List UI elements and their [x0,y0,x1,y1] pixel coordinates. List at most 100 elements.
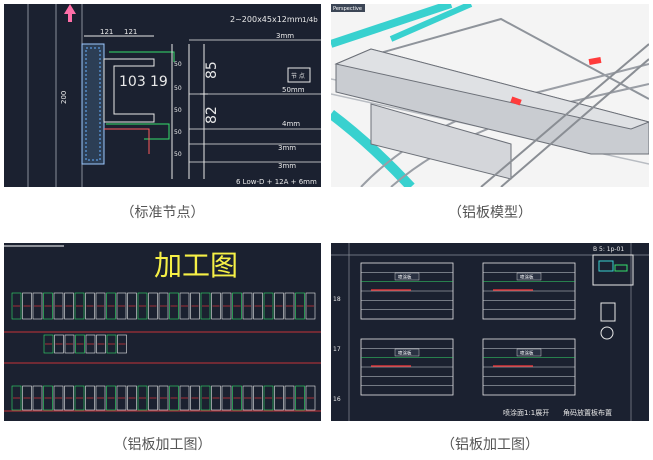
footer-right: 角码放置板布置 [563,408,612,417]
drawing-thumbnail [211,385,221,411]
drawing-thumbnail [263,292,274,320]
dim-text: 103 [119,74,146,90]
drawing-thumbnail [85,385,95,411]
aluminium-model-view[interactable]: Perspective [331,4,649,187]
drawing-thumbnail [32,385,43,411]
dim-text: 50 [174,107,182,114]
row-number: 17 [333,346,341,353]
drawing-thumbnail [64,385,74,411]
drawing-thumbnail [74,292,85,320]
drawing-thumbnail [22,292,32,320]
drawing-thumbnail [137,385,148,411]
processing-overview-svg: 加工图 [4,245,321,412]
label-text: 3mm [278,162,296,170]
standard-node-drawing[interactable]: 121 121 103 19 50 50 50 50 50 85 82 200 … [4,4,321,187]
bottom-note: 6 Low-D + 12A + 6mm [236,178,317,186]
drawing-thumbnail [32,292,43,320]
drawing-title: 加工图 [154,249,238,282]
drawing-thumbnail [117,334,127,354]
drawing-thumbnail [295,292,305,320]
drawing-thumbnail [232,385,242,411]
dim-text: 50 [174,129,182,136]
row-number: 18 [333,296,341,303]
drawing-thumbnail [158,385,169,411]
drawing-thumbnail [116,292,127,320]
drawing-thumbnail [53,385,64,411]
drawing-thumbnail [179,385,190,411]
drawing-thumbnail [274,385,284,411]
label-text: 4mm [282,120,300,128]
label-text: 50mm [282,86,305,94]
label-text: 3mm [276,32,294,40]
drawing-thumbnail [169,385,179,411]
sheet-label: 喷涂板 [520,274,534,281]
processing-drawing-sheets[interactable]: 18 17 16 喷涂板喷涂板喷涂板喷涂板 B 5: 1p-01 喷涂面1:1展… [331,243,649,421]
perspective-tab: Perspective [333,6,362,12]
drawing-thumbnail [158,292,169,320]
caption-aluminium-model: （铝板模型） [448,205,532,221]
dim-text: 121 [100,28,113,36]
drawing-thumbnail [85,334,96,354]
processing-drawing-overview[interactable]: 加工图 [4,243,321,421]
processing-sheets-svg: 18 17 16 喷涂板喷涂板喷涂板喷涂板 B 5: 1p-01 喷涂面1:1展… [331,243,649,421]
row-number: 16 [333,396,341,403]
drawing-thumbnail [75,334,85,354]
dim-text: 82 [204,106,220,124]
drawing-thumbnail [242,292,253,320]
label-text: 3mm [278,144,296,152]
dim-text: 85 [204,61,220,79]
drawing-thumbnail [305,385,316,411]
marker-icon [64,4,76,22]
drawing-thumbnail [179,292,190,320]
drawing-thumbnail [305,292,316,320]
drawing-thumbnail [43,292,53,320]
drawing-thumbnail [221,385,232,411]
node-box-label: 节 点 [291,72,305,80]
dim-text: 50 [174,61,182,68]
drawing-thumbnail [148,385,158,411]
sheet-label: 喷涂板 [398,274,412,281]
drawing-thumbnail [242,385,253,411]
drawing-thumbnail [190,385,200,411]
drawing-thumbnail [148,292,158,320]
drawing-thumbnail [95,385,106,411]
drawing-thumbnail [274,292,284,320]
sheet-label: 喷涂板 [520,350,534,357]
drawing-thumbnail [74,385,85,411]
drawing-thumbnail [253,292,263,320]
drawing-thumbnail [169,292,179,320]
top-note-right: 1/4b [302,16,318,24]
drawing-thumbnail [221,292,232,320]
node-detail-svg: 121 121 103 19 50 50 50 50 50 85 82 200 … [27,4,321,187]
drawing-thumbnail [11,292,22,320]
dim-text: 19 [150,74,168,90]
drawing-thumbnail [64,292,74,320]
dim-text: 50 [174,151,182,158]
drawing-thumbnail [53,292,64,320]
top-note: 2~200x45x12mm [230,15,303,24]
drawing-thumbnail [43,334,54,354]
dim-text: 200 [60,91,68,104]
drawing-thumbnail [127,292,137,320]
sheet-label: 喷涂板 [398,350,412,357]
drawing-thumbnail [127,385,137,411]
drawing-thumbnail [106,292,116,320]
drawing-thumbnail [137,292,148,320]
drawing-thumbnail [116,385,127,411]
caption-processing-drawing-1: （铝板加工图） [113,437,212,453]
drawing-thumbnail [284,385,295,411]
drawing-thumbnail [43,385,53,411]
drawing-thumbnail [54,334,64,354]
dim-text: 121 [124,28,137,36]
drawing-thumbnail [106,334,117,354]
drawing-thumbnail [96,334,106,354]
drawing-thumbnail [200,385,211,411]
drawing-thumbnail [190,292,200,320]
drawing-thumbnail [64,334,75,354]
drawing-thumbnail [95,292,106,320]
drawing-thumbnail [211,292,221,320]
model-3d-svg: Perspective [331,4,649,187]
drawing-thumbnail [22,385,32,411]
caption-standard-node: （标准节点） [120,205,205,221]
footer-left: 喷涂面1:1展开 [503,408,549,417]
